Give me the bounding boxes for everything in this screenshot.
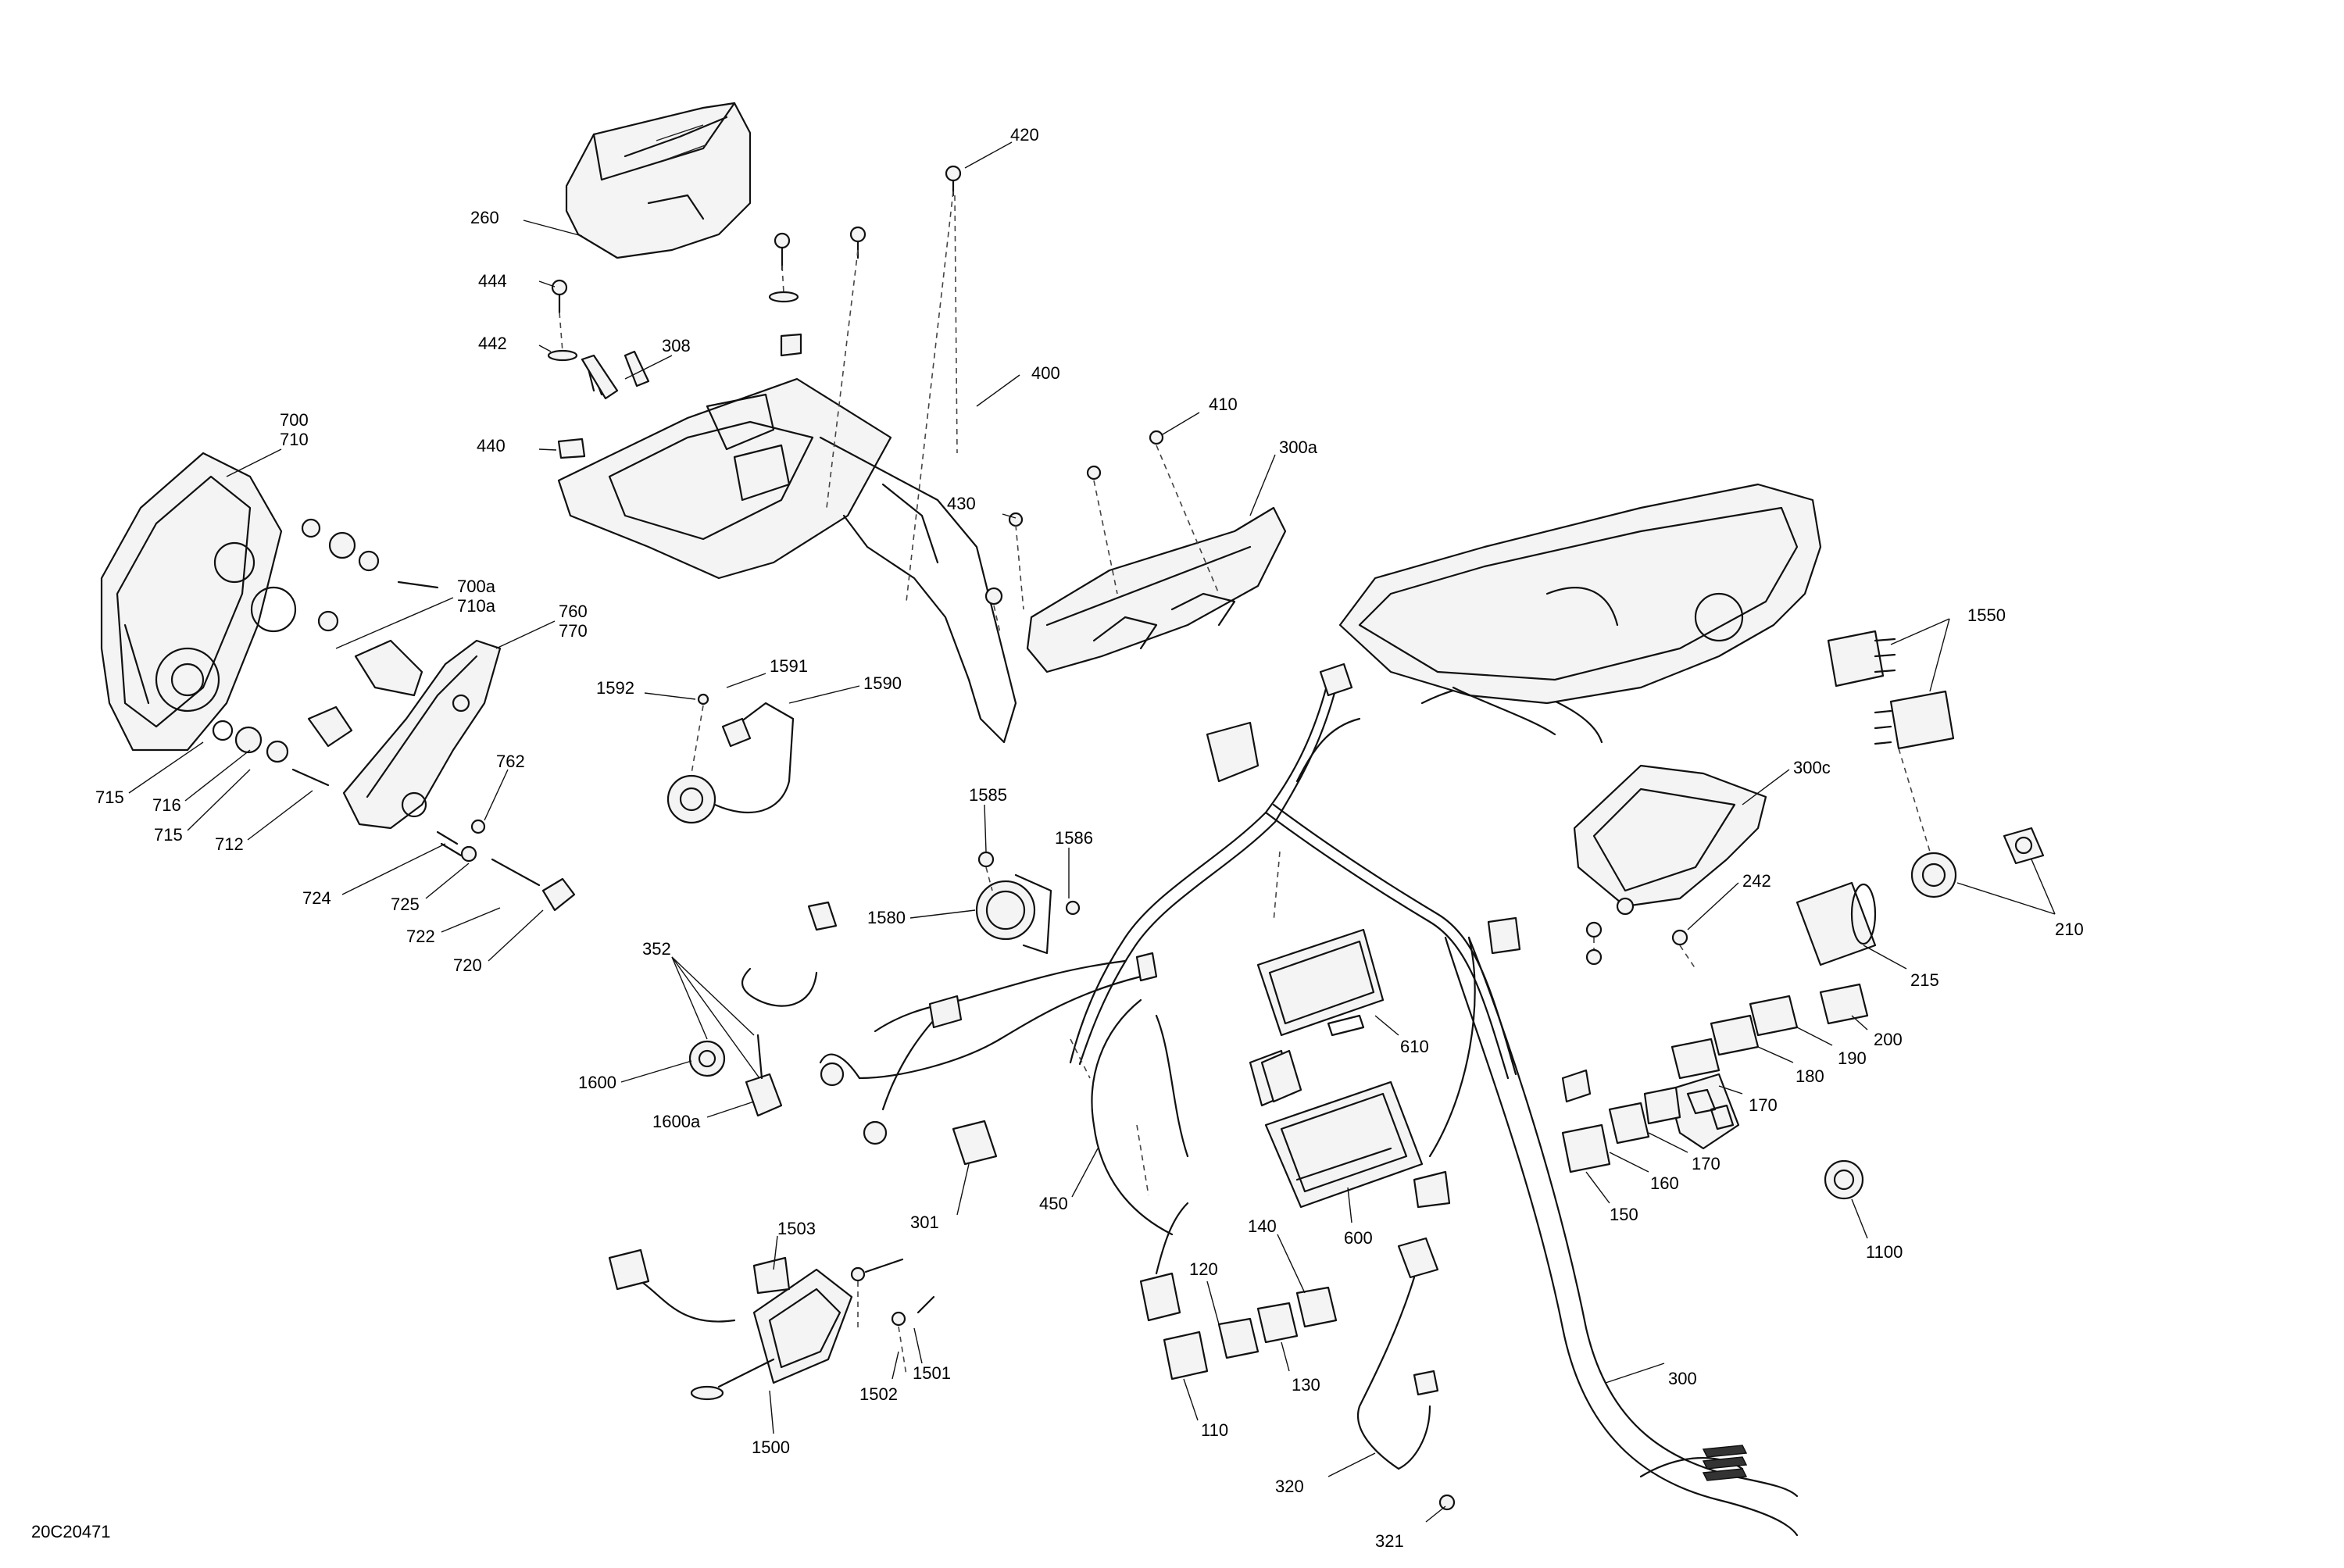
callout-710: 710 [280,430,309,449]
fuse-block-300c-part [1573,764,1767,966]
display-600-part [1260,1049,1424,1209]
callout-710a: 710a [457,596,496,616]
callout-160: 160 [1650,1173,1679,1193]
headlight-700-part [100,452,439,787]
assembly-lines [559,191,1931,1376]
callout-610: 610 [1400,1037,1429,1056]
callout-450: 450 [1039,1194,1068,1213]
callout-1501: 1501 [913,1363,951,1383]
bracket-300a-part [984,430,1287,673]
callout-770: 770 [559,621,588,641]
callout-190: 190 [1838,1048,1867,1068]
callout-170b: 170 [1692,1154,1720,1173]
drawing-id: 20C20471 [31,1522,111,1541]
callout-200: 200 [1874,1030,1903,1049]
headlight-bracket-760-part [342,639,576,912]
callout-300: 300 [1668,1369,1697,1388]
sensor-1590-part [666,693,795,824]
callout-722: 722 [406,927,435,946]
harness-320-part [1357,1237,1456,1511]
callout-724: 724 [302,888,331,908]
callout-308: 308 [662,336,691,355]
callout-440: 440 [477,436,506,455]
callout-320: 320 [1275,1477,1304,1496]
callout-1580: 1580 [867,908,906,927]
callout-716: 716 [152,795,181,815]
callout-300c: 300c [1793,758,1831,777]
connector-301-part [819,995,998,1166]
connectors-110-140-part [1139,1202,1338,1380]
callout-725: 725 [391,895,420,914]
callout-720: 720 [453,955,482,975]
callout-1500: 1500 [752,1438,790,1457]
fasteners-top-part [547,165,962,459]
callout-760: 760 [559,602,588,621]
callout-120: 120 [1189,1259,1218,1279]
callout-430: 430 [947,494,976,513]
callout-712: 712 [215,834,244,854]
callout-1502: 1502 [859,1384,898,1404]
callout-400: 400 [1031,363,1060,383]
callout-1600: 1600 [578,1073,616,1092]
callout-700a: 700a [457,577,496,596]
callout-150: 150 [1610,1205,1638,1224]
tray-400-part [557,377,1017,744]
callout-762: 762 [496,752,525,771]
callout-140: 140 [1248,1216,1277,1236]
callout-410: 410 [1209,395,1238,414]
callout-1592: 1592 [596,678,634,698]
callout-130: 130 [1292,1375,1320,1395]
callout-242: 242 [1742,871,1771,891]
callout-1590: 1590 [863,673,902,693]
callout-715a: 715 [95,788,124,807]
connector-1600-part [688,901,838,1117]
callout-1591: 1591 [770,656,808,676]
horn-1580-part [975,851,1081,955]
callout-170a: 170 [1749,1095,1778,1115]
callout-210: 210 [2055,920,2084,939]
callout-444: 444 [478,271,507,291]
callout-180: 180 [1796,1066,1824,1086]
switch-bank-part [1561,983,1869,1200]
socket-210-part [1796,827,2045,966]
callout-110: 110 [1201,1420,1228,1440]
callout-1585: 1585 [969,785,1007,805]
callout-labels: 420 260 444 442 308 440 400 410 300a 430… [95,125,2084,1551]
callout-301: 301 [910,1213,939,1232]
callout-715b: 715 [154,825,183,845]
callout-1550: 1550 [1967,605,2006,625]
callout-1503: 1503 [777,1219,816,1238]
switch-1500-part [608,1248,935,1401]
callout-300a: 300a [1279,438,1318,457]
callout-215: 215 [1910,970,1939,990]
gauge-610-part [1256,928,1385,1037]
callout-600: 600 [1344,1228,1373,1248]
callout-700: 700 [280,410,309,430]
callout-1600a: 1600a [652,1112,701,1131]
callout-321: 321 [1375,1531,1404,1551]
callout-442: 442 [478,334,507,353]
callout-260: 260 [470,208,499,227]
cover-260-part [565,102,752,259]
callout-1586: 1586 [1055,828,1093,848]
callout-352: 352 [642,939,671,959]
dash-frame-part [1338,483,1822,736]
callout-420: 420 [1010,125,1039,145]
relays-1550-part [1827,630,1955,750]
leader-lines [128,141,2056,1523]
callout-1100: 1100 [1866,1242,1903,1262]
